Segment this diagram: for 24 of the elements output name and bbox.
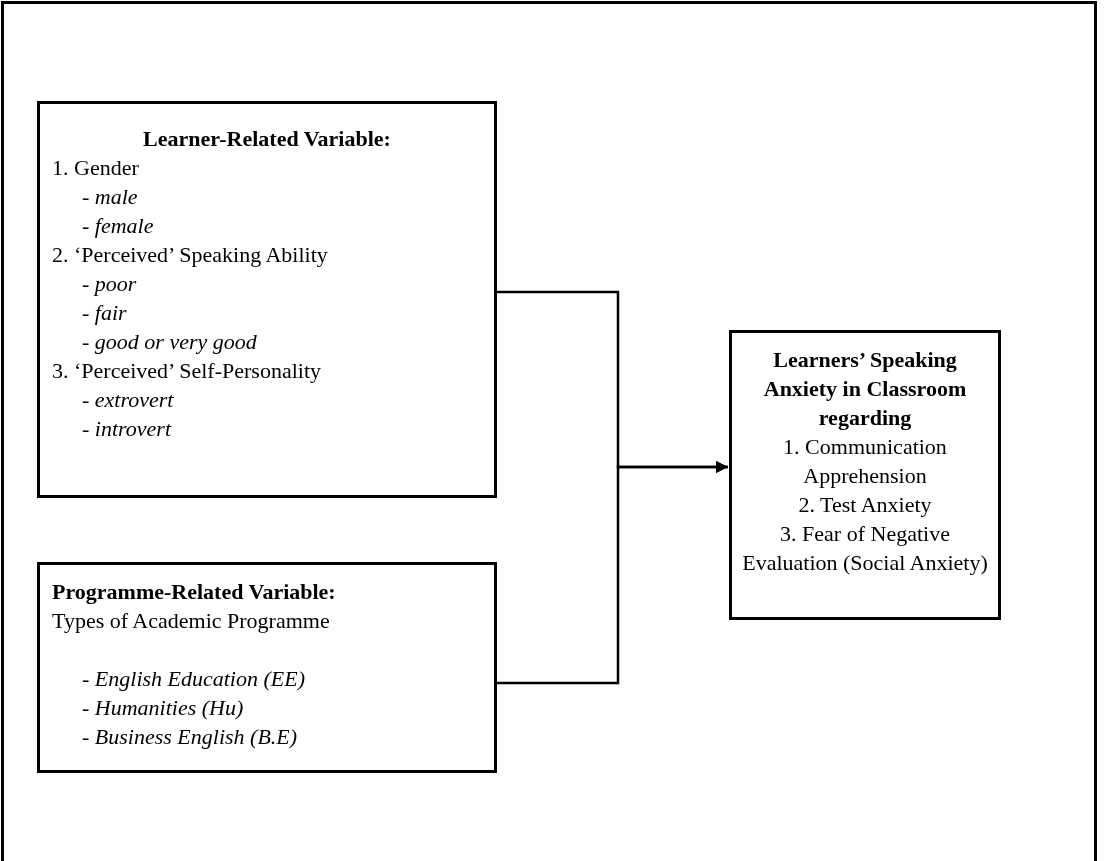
sub-item: - male (81, 183, 139, 211)
list-item: 1. Gender (52, 154, 140, 182)
sub-item: - English Education (EE) (81, 665, 306, 693)
sub-item: - introvert (81, 415, 173, 443)
variable-box (37, 562, 497, 773)
sub-item: - female (81, 212, 155, 240)
list-item: Types of Academic Programme (52, 607, 331, 635)
heading-text: Learners’ Speaking Anxiety in Classroom regarding (762, 346, 968, 432)
outcome-box (729, 330, 1001, 620)
list-item: 2. ‘Perceived’ Speaking Ability (52, 241, 329, 269)
sub-item: - extrovert (81, 386, 175, 414)
list-item: 2. Test Anxiety (797, 491, 933, 519)
sub-item: - good or very good (81, 328, 258, 356)
variable-box (37, 101, 497, 498)
heading-text: Programme-Related Variable: (52, 578, 337, 606)
sub-item: - Humanities (Hu) (81, 694, 245, 722)
sub-item: - Business English (B.E) (81, 723, 299, 751)
heading-text: Learner-Related Variable: (142, 125, 392, 153)
sub-item: - fair (81, 299, 128, 327)
list-item: 3. ‘Perceived’ Self-Personality (52, 357, 322, 385)
list-item: 1. Communication Apprehension (782, 433, 948, 490)
sub-item: - poor (81, 270, 138, 298)
connector-arrow (497, 460, 728, 685)
list-item: 3. Fear of Negative Evaluation (Social Anxiety) (741, 520, 989, 577)
